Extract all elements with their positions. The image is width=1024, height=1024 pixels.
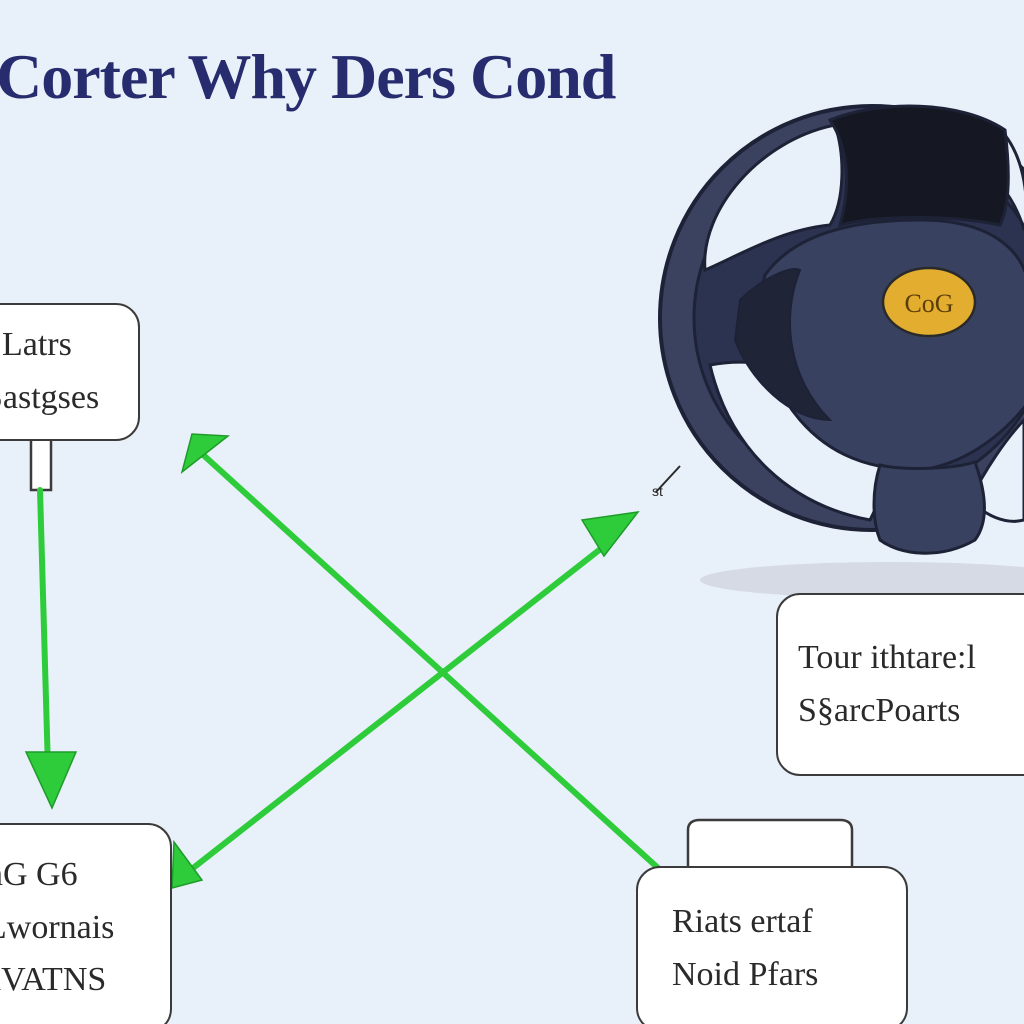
- box-line: nG G6: [0, 855, 78, 893]
- box-line: Noid Pfars: [672, 956, 819, 993]
- box-line: aVATNS: [0, 961, 107, 999]
- arrow-icon: [37, 449, 661, 875]
- box-connector-stem: [29, 436, 53, 492]
- box-line: Lwornais: [0, 908, 115, 946]
- arrow-down-line: [37, 487, 51, 773]
- pointer-label: st: [652, 483, 663, 499]
- label-box-bottom-left: nG G6 Lwornais aVATNS: [0, 823, 172, 1024]
- arrow-down-left-head: [171, 839, 204, 889]
- box-line: Sastgses: [0, 379, 100, 416]
- box-tab: [686, 818, 854, 870]
- arrow-up-right-head: [580, 510, 640, 558]
- page-title: Corter Why Ders Cond: [0, 41, 616, 112]
- label-box-top-left: Latrs Sastgses: [0, 303, 140, 441]
- steering-wheel-icon: [658, 104, 1024, 598]
- arrow-down-head: [24, 751, 78, 810]
- arrow-diagonal-up-line: [185, 537, 615, 875]
- arrow-up-left-head: [180, 433, 231, 474]
- label-box-right: Tour ithtare:l S§arcPoarts: [776, 593, 1024, 776]
- pointer-line: [655, 465, 681, 493]
- label-box-bottom-right: Riats ertaf Noid Pfars: [636, 866, 908, 1024]
- box-line: Riats ertaf: [672, 903, 813, 941]
- hub-badge-label: CoG: [904, 289, 953, 318]
- box-line: S§arcPoarts: [798, 691, 961, 729]
- arrow-diagonal-down-line: [197, 449, 661, 871]
- box-line: Latrs: [2, 326, 72, 364]
- box-line: Tour ithtare:l: [798, 638, 976, 676]
